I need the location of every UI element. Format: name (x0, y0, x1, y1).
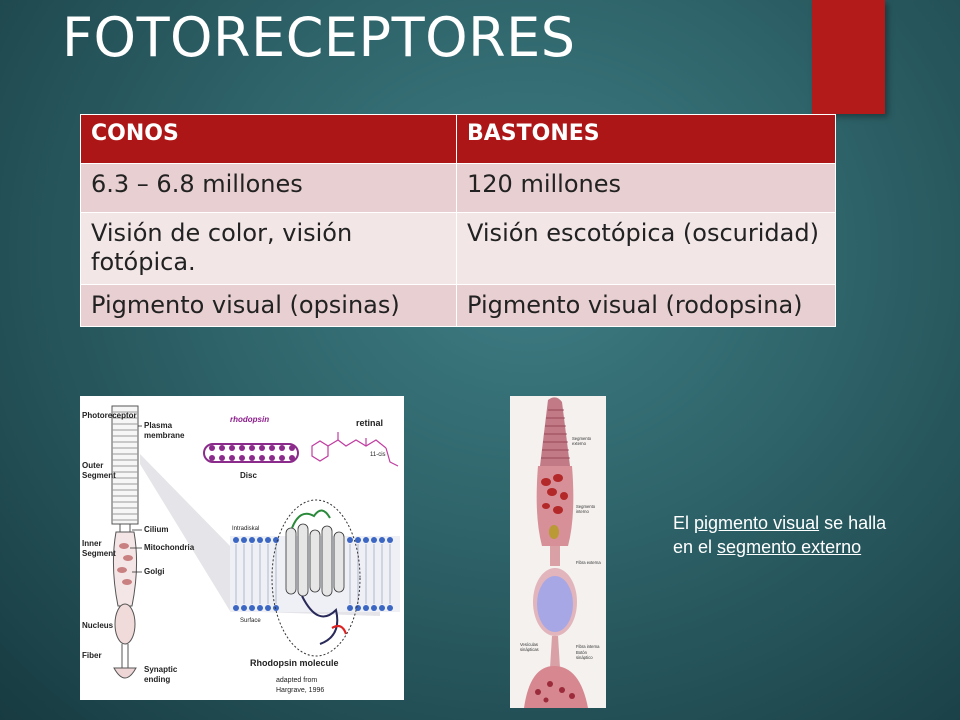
table-row: 6.3 – 6.8 millones 120 millones (80, 163, 836, 213)
synaptic-vesicles (535, 681, 575, 703)
table-header-row: CONOS BASTONES (80, 114, 836, 164)
inner-fiber (550, 636, 560, 668)
table-row: Visión de color, visión fotópica. Visión… (80, 212, 836, 285)
label-golgi: Golgi (144, 567, 164, 576)
inner-segment-shape (536, 466, 574, 546)
outer-segment-stripes (541, 409, 570, 459)
rod-cell (111, 405, 139, 679)
label-fibra-ext: Fibra externa (576, 560, 601, 565)
molecule-labels: Intradiskal Surface Rhodopsin molecule a… (232, 526, 339, 694)
table-cell: Visión escotópica (oscuridad) (456, 212, 836, 285)
label-arrows (130, 425, 142, 573)
label-boton-1: Botón (576, 650, 588, 655)
note-link-pigmento[interactable]: pigmento visual (694, 513, 820, 533)
note-link-segmento[interactable]: segmento externo (717, 536, 862, 557)
label-ending: ending (144, 675, 170, 684)
label-seg-ext-1: Segmento (572, 436, 592, 441)
label-vesic-1: Vesículas (520, 642, 538, 647)
label-mitochondria: Mitochondria (144, 543, 195, 552)
label-outer: Outer (82, 461, 103, 470)
rod-histology-svg: Segmento externo Segmento interno Fibra … (520, 397, 601, 708)
label-11cis: 11-cis (370, 452, 386, 458)
photoreceptor-diagram: Photoreceptor Plasma membrane Outer Segm… (80, 396, 404, 700)
label-seg-int-1: Segmento (576, 504, 596, 509)
label-cilium: Cilium (144, 525, 168, 534)
label-inner: Inner (82, 539, 102, 548)
label-vesic-2: sinápticas (520, 647, 539, 652)
note-middle: se halla en el (673, 513, 887, 557)
outer-segment-shape (540, 397, 570, 466)
label-photoreceptor: Photoreceptor (82, 411, 137, 420)
table-cell: Pigmento visual (opsinas) (80, 283, 457, 327)
table-cell: 120 millones (456, 163, 836, 213)
label-fibra-int: Fibra interna (576, 644, 600, 649)
molecule-outline (271, 499, 361, 657)
table-row: Pigmento visual (opsinas) Pigmento visua… (80, 283, 836, 327)
histology-labels: Segmento externo Segmento interno Fibra … (520, 436, 601, 660)
table-cell: 6.3 – 6.8 millones (80, 163, 457, 213)
comparison-table: CONOS BASTONES 6.3 – 6.8 millones 120 mi… (80, 114, 836, 327)
nucleus (537, 576, 573, 632)
rhodopsin-helices (285, 509, 348, 645)
label-segment: Segment (82, 471, 116, 480)
outer-fiber (550, 546, 560, 566)
accent-bar (812, 0, 885, 114)
label-boton-2: sináptico (576, 655, 593, 660)
label-retinal: retinal (356, 418, 383, 428)
slide-title: FOTORECEPTORES (62, 6, 576, 69)
golgi-blob (549, 525, 559, 539)
label-segment-2: Segment (82, 549, 116, 558)
label-seg-ext-2: externo (572, 441, 587, 446)
cell-labels: Photoreceptor Plasma membrane Outer Segm… (82, 411, 195, 684)
label-nucleus: Nucleus (82, 621, 114, 630)
header-conos: CONOS (80, 114, 457, 164)
header-bastones: BASTONES (456, 114, 836, 164)
mitochondria-marks (117, 543, 133, 585)
rod-histology-figure: Segmento externo Segmento interno Fibra … (510, 396, 606, 708)
label-surface: Surface (240, 618, 261, 624)
rhodopsin-disc: rhodopsin Disc (203, 415, 299, 480)
label-synaptic: Synaptic (144, 665, 178, 674)
synaptic-terminal (524, 666, 588, 708)
label-membrane: membrane (144, 431, 185, 440)
label-disc: Disc (240, 471, 257, 480)
label-rhodopsin-molecule: Rhodopsin molecule (250, 658, 339, 668)
table-cell: Visión de color, visión fotópica. (80, 212, 457, 285)
label-intradiskal: Intradiskal (232, 526, 259, 532)
label-rhodopsin: rhodopsin (230, 415, 269, 424)
label-plasma: Plasma (144, 421, 173, 430)
retinal-labels: retinal 11-cis (356, 418, 386, 458)
label-fiber: Fiber (82, 651, 102, 660)
photoreceptor-svg: Photoreceptor Plasma membrane Outer Segm… (82, 405, 400, 694)
label-seg-int-2: interno (576, 509, 589, 514)
table-cell: Pigmento visual (rodopsina) (456, 283, 836, 327)
pigment-note: El pigmento visual se halla en el segmen… (673, 512, 903, 560)
inner-segment-granules (541, 474, 568, 514)
label-source: Hargrave, 1996 (276, 687, 324, 694)
note-prefix: El (673, 513, 695, 533)
label-adapted: adapted from (276, 677, 317, 684)
retinal-molecule (311, 432, 399, 467)
